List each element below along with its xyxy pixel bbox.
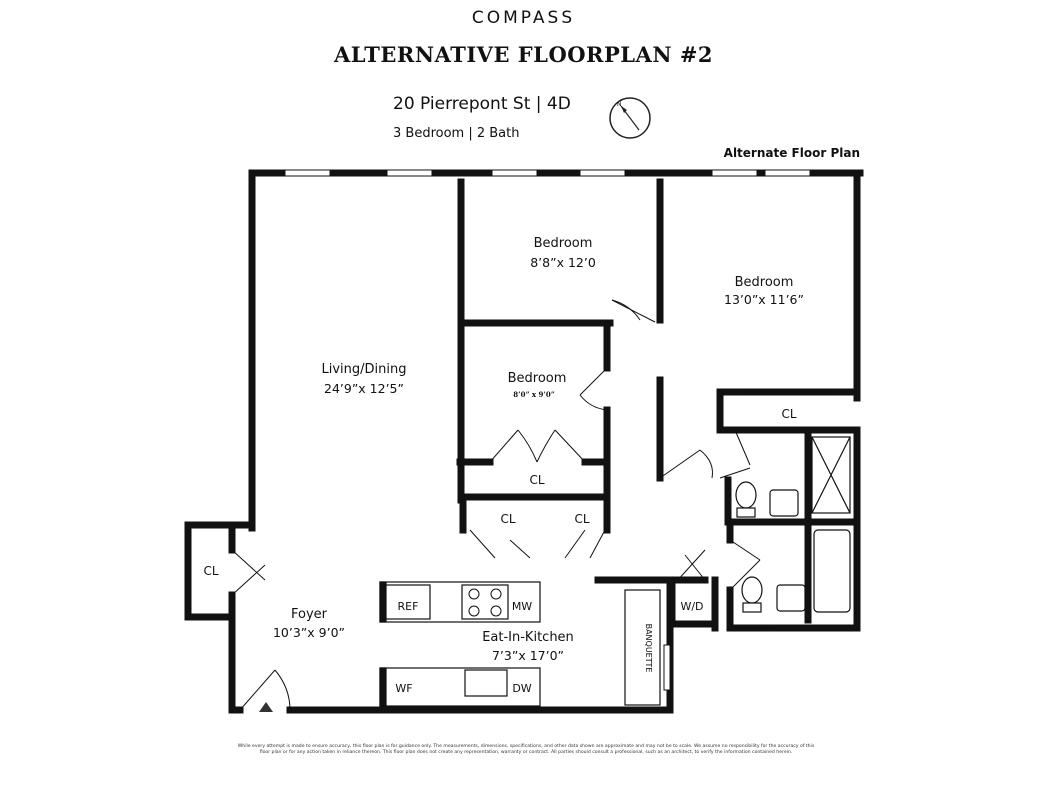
svg-text:N: N — [617, 101, 622, 108]
bedroom-c-dims: 8’0” x 9’0” — [513, 390, 554, 399]
unit-summary: 3 Bedroom | 2 Bath — [393, 126, 520, 141]
closet-label: CL — [203, 564, 218, 578]
closet-label: CL — [574, 512, 589, 526]
fridge-label: REF — [398, 600, 419, 613]
banquette-label: BANQUETTE — [644, 624, 653, 673]
living-dining-dims: 24’9”x 12’5” — [324, 381, 404, 396]
closet-label: CL — [529, 473, 544, 487]
entry-arrow-icon — [259, 702, 273, 712]
closet-label: CL — [781, 407, 796, 421]
disclaimer: While every attempt is made to ensure ac… — [237, 744, 815, 755]
bedroom-a-name: Bedroom — [534, 236, 593, 251]
washer-dryer-label: W/D — [680, 600, 703, 613]
foyer-dims: 10’3”x 9’0” — [273, 625, 345, 640]
closet-label: CL — [500, 512, 515, 526]
living-dining-name: Living/Dining — [322, 362, 407, 377]
kitchen-dims: 7’3”x 17’0” — [492, 648, 564, 663]
bedroom-b-name: Bedroom — [735, 275, 794, 290]
compass-rose-icon: N — [609, 97, 651, 139]
bedroom-c-name: Bedroom — [508, 371, 567, 386]
dishwasher-label: DW — [512, 682, 531, 695]
bedroom-b-dims: 13’0”x 11’6” — [724, 292, 804, 307]
foyer-closet-wall — [184, 521, 256, 621]
page-title: ALTERNATIVE FLOORPLAN #2 — [333, 42, 714, 67]
kitchen-name: Eat-In-Kitchen — [482, 630, 574, 645]
address: 20 Pierrepont St | 4D — [393, 94, 571, 114]
water-filter-label: WF — [395, 682, 412, 695]
microwave-label: MW — [512, 600, 532, 613]
brand-logo: COMPASS — [471, 8, 576, 28]
bedroom-a-dims: 8’8”x 12’0 — [530, 255, 596, 270]
foyer-name: Foyer — [291, 607, 328, 622]
plan-type-label: Alternate Floor Plan — [723, 146, 860, 160]
